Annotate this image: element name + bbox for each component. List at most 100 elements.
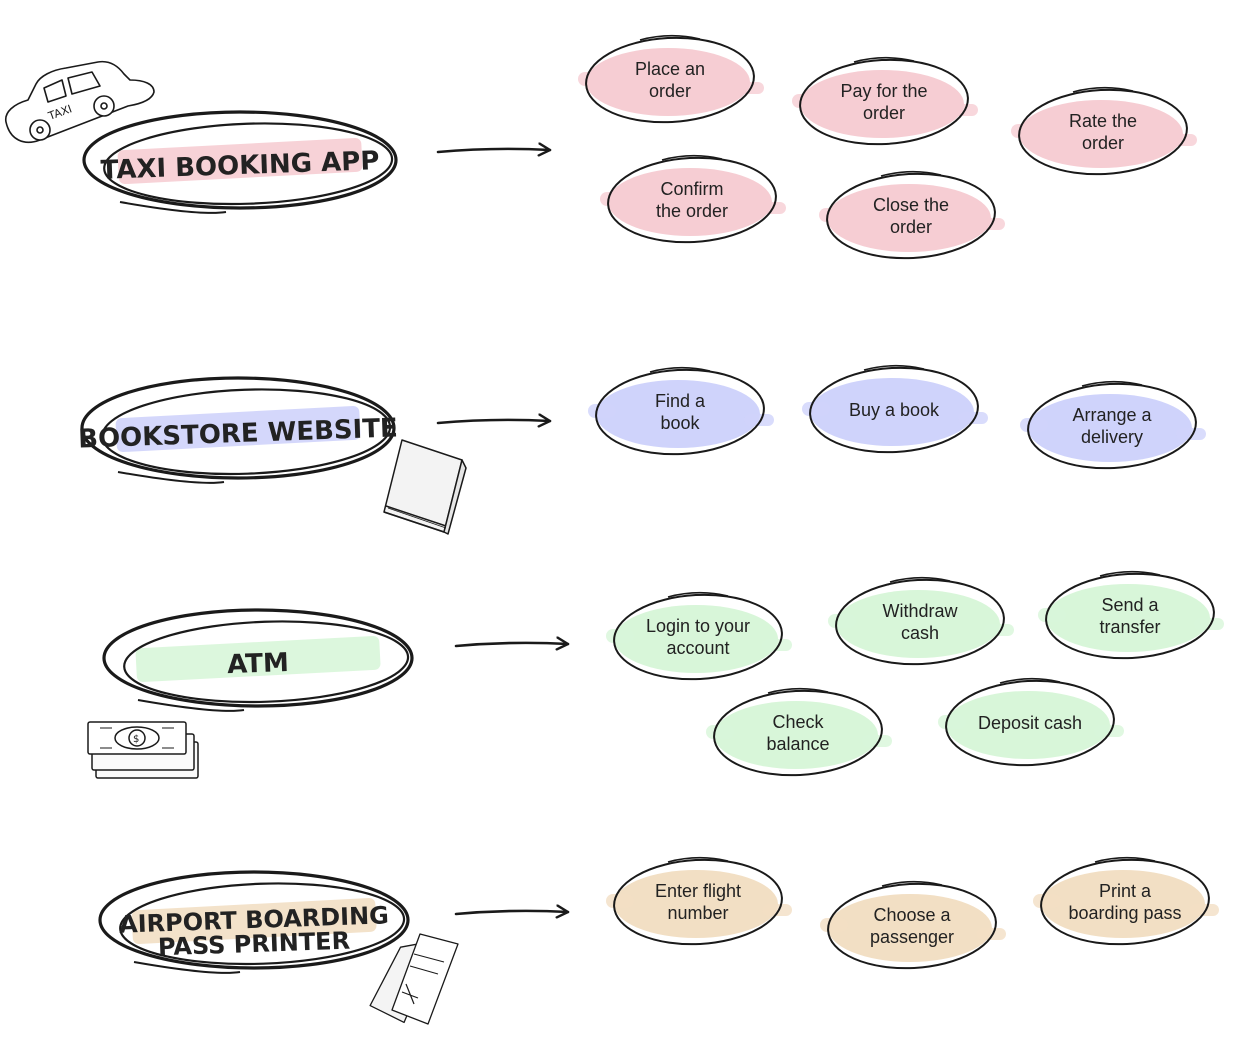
node-outline-tail [767, 687, 829, 694]
arrow-atm [454, 643, 570, 646]
app-ellipse-inner [119, 882, 406, 966]
node-outline [607, 156, 777, 244]
node-outline [799, 58, 969, 146]
node-outline [835, 578, 1005, 666]
node-fill [596, 380, 760, 448]
node-brush-right [1167, 134, 1197, 146]
node-outline [613, 593, 783, 681]
node-brush-left [588, 404, 616, 418]
taxi-icon: TAXI [4, 60, 155, 144]
node-brush-right [744, 414, 774, 426]
use-case-node: Buy a book [802, 364, 988, 454]
node-outline-tail [661, 154, 723, 161]
node-brush-right [1194, 618, 1224, 630]
node-label: Login to your [646, 616, 750, 636]
app-ellipse-outer [102, 608, 414, 708]
node-label: Withdraw [882, 601, 958, 621]
app-ellipse-outer [98, 870, 410, 970]
node-fill [1041, 870, 1205, 938]
node-fill [586, 48, 750, 116]
node-outline-tail [889, 576, 951, 583]
node-fill [1019, 100, 1183, 168]
node-brush-right [862, 735, 892, 747]
node-label: Place an [635, 59, 705, 79]
node-outline-tail [1081, 380, 1143, 387]
node-brush-left [578, 72, 606, 86]
node-fill [810, 378, 974, 446]
node-brush-right [762, 904, 792, 916]
node-outline [613, 858, 783, 946]
node-brush-left [820, 918, 848, 932]
node-outline-tail [1099, 570, 1161, 577]
node-label: Enter flight [655, 881, 741, 901]
node-label: number [667, 903, 728, 923]
node-brush-right [948, 104, 978, 116]
node-fill [1046, 584, 1210, 652]
node-brush-right [1176, 428, 1206, 440]
app-highlight [135, 635, 381, 683]
node-brush-left [606, 629, 634, 643]
node-fill [828, 894, 992, 962]
node-outline-tail [649, 366, 711, 373]
node-label: delivery [1081, 427, 1143, 447]
node-outline [713, 689, 883, 777]
node-brush-left [819, 208, 847, 222]
node-brush-left [828, 614, 856, 628]
node-outline [1018, 88, 1188, 176]
node-fill [800, 70, 964, 138]
node-label: transfer [1099, 617, 1160, 637]
node-outline [826, 172, 996, 260]
node-fill [827, 184, 991, 252]
node-brush-right [976, 928, 1006, 940]
node-fill [714, 701, 878, 769]
node-fill [1028, 394, 1192, 462]
svg-text:$: $ [133, 734, 139, 745]
node-label: Check [772, 712, 824, 732]
node-outline-tail [667, 591, 729, 598]
node-label: Choose a [873, 905, 951, 925]
node-fill [836, 590, 1000, 658]
node-label: order [1082, 133, 1124, 153]
node-outline-tail [667, 856, 729, 863]
node-brush-left [1033, 894, 1061, 908]
use-case-node: Deposit cash [938, 677, 1124, 767]
node-label: Find a [655, 391, 706, 411]
node-fill [608, 168, 772, 236]
node-brush-right [975, 218, 1005, 230]
book-icon [383, 439, 467, 535]
node-label: Arrange a [1072, 405, 1152, 425]
node-brush-left [938, 715, 966, 729]
node-brush-right [1094, 725, 1124, 737]
boarding-pass-icon [369, 933, 459, 1025]
node-brush-left [1038, 608, 1066, 622]
node-label: the order [656, 201, 728, 221]
node-outline [585, 36, 755, 124]
node-label: account [666, 638, 729, 658]
node-fill [614, 870, 778, 938]
app-title: PASS PRINTER [157, 927, 350, 962]
arrow-taxi [436, 149, 552, 152]
node-label: order [890, 217, 932, 237]
app-ellipse-outer [80, 376, 396, 480]
app-title: ATM [227, 648, 290, 680]
node-brush-right [762, 639, 792, 651]
node-outline [827, 882, 997, 970]
node-label: Print a [1099, 881, 1152, 901]
node-label: Send a [1101, 595, 1159, 615]
node-label: book [660, 413, 700, 433]
node-outline-tail [1094, 856, 1156, 863]
node-outline-tail [863, 364, 925, 371]
node-brush-left [1011, 124, 1039, 138]
